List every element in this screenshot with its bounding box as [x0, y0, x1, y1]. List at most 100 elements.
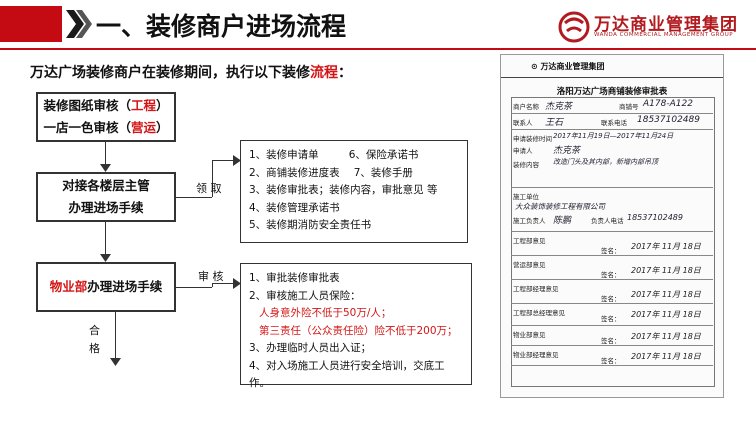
pickup-row-1: 1、装修申请单 6、保险承诺书	[249, 147, 459, 165]
doc-sign-date: 2017年 11月 18日	[631, 332, 701, 341]
flow-box-property-dept: 物业部办理进场手续	[36, 262, 176, 312]
review-item: 3、办理临时人员出入证；	[249, 342, 372, 354]
doc-value: 18537102489	[627, 213, 683, 222]
label-pickup: 领 取	[196, 182, 222, 195]
connector-pickup-h	[176, 197, 212, 198]
doc-row-line	[511, 279, 713, 280]
doc-sign-date: 2017年 11月 18日	[631, 290, 701, 299]
doc-row-line	[511, 187, 713, 188]
header-red-bar	[0, 6, 62, 42]
doc-label: 装修内容	[513, 161, 539, 169]
box1-line1-prefix: 装修图纸审核（	[43, 98, 131, 113]
pickup-documents-box: 1、装修申请单 6、保险承诺书 2、商铺装修进度表 7、装修手册 3、装修审批表；装…	[240, 140, 468, 243]
doc-value: 杰克茶	[553, 146, 581, 156]
review-item: 1、审批装修审批表	[249, 272, 340, 284]
box1-line2-red: 营运	[130, 120, 156, 135]
arrow-line-3	[115, 312, 116, 360]
doc-label: 联系电话	[601, 119, 627, 127]
arrow-down-icon	[110, 358, 121, 366]
doc-value: 陈鹏	[553, 216, 572, 226]
connector-review-v	[212, 283, 213, 287]
arrow-right-icon	[233, 155, 241, 166]
doc-sign-date: 2017年 11月 18日	[631, 310, 701, 319]
box3-line: 物业部办理进场手续	[38, 276, 174, 298]
page-title: 一、装修商户进场流程	[96, 12, 347, 41]
review-item: 4、对入场施工人员进行安全培训，交底工作。	[249, 359, 445, 390]
approval-form-image: ⊙ 万达商业管理集团 洛阳万达广场商铺装修审批表 商户名称 杰克茶 商铺号 A1…	[500, 54, 724, 398]
pickup-item: 7、装修手册	[353, 166, 413, 179]
doc-label: 负责人电话	[591, 217, 624, 225]
doc-value: 18537102489	[637, 115, 700, 125]
pickup-item: 5、装修期消防安全责任书	[249, 219, 372, 231]
doc-sign-label: 签名：	[601, 315, 621, 323]
box1-line2-suffix: ）	[156, 120, 169, 135]
doc-table	[511, 97, 715, 387]
doc-label: 商铺号	[619, 103, 639, 111]
label-pass-1: 合	[89, 324, 100, 337]
arrow-down-icon	[100, 164, 111, 172]
doc-section-label: 物业部经理意见	[513, 351, 559, 359]
doc-sign-label: 签名：	[601, 337, 621, 345]
label-review: 审 核	[198, 270, 224, 283]
review-item-insurance-accident: 人身意外险不低于50万/人；	[259, 307, 392, 319]
pickup-item: 4、装修管理承诺书	[249, 201, 340, 214]
doc-value: 改造门头及其内部，新增内部吊顶	[553, 158, 658, 166]
review-items-box: 1、审批装修审批表 2、审核施工人员保险： 人身意外险不低于50万/人； 第三责…	[240, 263, 472, 389]
arrow-down-icon	[100, 254, 111, 262]
arrow-line-2	[105, 222, 106, 256]
wanda-logo-icon	[558, 11, 590, 43]
doc-title: 洛阳万达广场商铺装修审批表	[556, 87, 668, 97]
doc-rule	[501, 77, 723, 78]
connector-review-h	[176, 287, 212, 288]
doc-label: 申请装修时间	[513, 135, 552, 143]
pickup-item: 2、商铺装修进度表	[249, 166, 340, 179]
wanda-logo: 万达商业管理集团 WANDA COMMERCIAL MANAGEMENT GRO…	[554, 10, 750, 44]
box1-line1-red: 工程	[130, 98, 156, 113]
doc-logo: ⊙ 万达商业管理集团	[531, 62, 605, 71]
doc-section-label: 物业部意见	[513, 331, 546, 339]
connector-review-h2	[212, 283, 234, 284]
box1-line2: 一店一色审核（营运）	[38, 117, 174, 139]
doc-sign-date: 2017年 11月 18日	[631, 266, 701, 275]
doc-label: 施工单位	[513, 193, 539, 201]
box2-line1: 对接各楼层主管	[62, 178, 150, 193]
doc-section-label: 工程部意见	[513, 237, 546, 245]
doc-value: 王石	[545, 118, 564, 128]
flow-box-floor-supervisor: 对接各楼层主管 办理进场手续	[36, 172, 176, 222]
pickup-item: 6、保险承诺书	[348, 149, 419, 161]
doc-section-label: 工程部总经理意见	[513, 309, 565, 317]
box1-line1-suffix: ）	[156, 98, 169, 113]
pickup-row-2: 2、商铺装修进度表 7、装修手册	[249, 165, 459, 183]
connector-pickup-v	[212, 160, 213, 197]
box2-line2: 办理进场手续	[68, 200, 144, 215]
doc-row-line	[511, 365, 713, 366]
review-item: 2、审核施工人员保险：	[249, 289, 361, 302]
review-item-insurance-liability: 第三责任（公众责任险）险不低于200万；	[259, 324, 458, 337]
doc-row-line	[511, 113, 713, 114]
doc-sign-label: 签名：	[601, 295, 621, 303]
doc-label: 施工负责人	[513, 217, 546, 225]
doc-section-label: 工程部经理意见	[513, 285, 559, 293]
label-pass-2: 格	[89, 342, 100, 355]
doc-sign-date: 2017年 11月 18日	[631, 242, 701, 251]
logo-text-en: WANDA COMMERCIAL MANAGEMENT GROUP	[594, 32, 734, 38]
doc-section-label: 营运部意见	[513, 261, 546, 269]
chevron-icon	[66, 10, 92, 38]
doc-value: 大众装饰装修工程有限公司	[515, 202, 605, 211]
pickup-item: 1、装修申请单	[249, 149, 319, 161]
doc-value: A178-A122	[643, 99, 693, 109]
doc-sign-label: 签名：	[601, 357, 621, 365]
doc-row-line	[511, 231, 713, 232]
box3-text: 办理进场手续	[87, 279, 163, 294]
pickup-item: 3、装修审批表；装修内容，审批意见 等	[249, 184, 438, 196]
doc-label: 商户名称	[513, 103, 539, 111]
intro-text: 万达广场装修商户在装修期间，执行以下装修流程：	[30, 62, 352, 82]
doc-row-line	[511, 255, 713, 256]
doc-value: 2017年11月19日—2017年11月24日	[553, 132, 674, 140]
doc-row-line	[511, 129, 713, 130]
box3-red: 物业部	[49, 279, 88, 294]
doc-label: 联系人	[513, 119, 533, 127]
doc-label: 申请人	[513, 147, 533, 155]
doc-row-line	[511, 303, 713, 304]
flow-box-drawing-review: 装修图纸审核（工程） 一店一色审核（营运）	[36, 92, 176, 142]
